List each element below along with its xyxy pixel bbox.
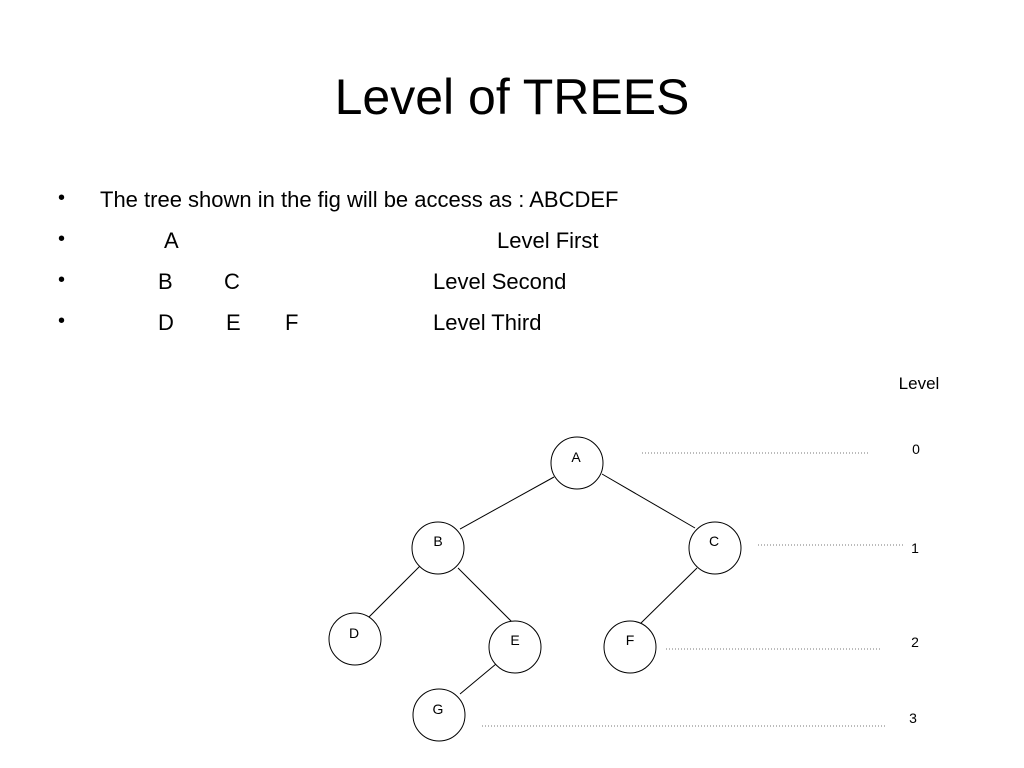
bullet-item-3: • B C Level Second (58, 267, 958, 308)
node-d-label: D (349, 625, 359, 641)
node-g-label: G (433, 701, 444, 717)
edge-b-d (365, 565, 421, 621)
edge-a-b (459, 476, 555, 530)
bullet-node-a: A (164, 228, 179, 253)
node-f-label: F (626, 632, 635, 648)
node-e-label: E (510, 632, 519, 648)
bullet-node-f: F (285, 310, 299, 335)
node-f: F (603, 620, 657, 674)
bullet-dot-icon: • (58, 187, 66, 209)
bullet-item-2: • A Level First (58, 226, 958, 267)
bullet-level-label: Level Third (433, 310, 542, 335)
bullet-list: • The tree shown in the fig will be acce… (58, 185, 958, 349)
node-a: A (550, 436, 604, 490)
bullet-dot-icon: • (58, 310, 66, 332)
node-c-label: C (709, 533, 719, 549)
bullet-dot-icon: • (58, 228, 66, 250)
level-number-3: 3 (909, 710, 917, 726)
bullet-node-c: C (224, 269, 240, 294)
node-c: C (688, 521, 742, 575)
bullet-level-label: Level Second (433, 269, 567, 294)
bullet-dot-icon: • (58, 269, 66, 291)
node-a-label: A (571, 449, 581, 465)
slide-title: Level of TREES (334, 69, 690, 125)
level-header: Level (899, 374, 940, 393)
bullet-text: The tree shown in the fig will be access… (100, 187, 619, 212)
edge-e-g (459, 663, 497, 695)
node-g: G (412, 688, 466, 742)
bullet-level-label: Level First (497, 228, 599, 253)
edge-c-f (639, 567, 698, 625)
node-b-label: B (433, 533, 442, 549)
bullet-node-b: B (158, 269, 173, 294)
bullet-node-d: D (158, 310, 174, 335)
level-number-2: 2 (911, 634, 919, 650)
node-d: D (328, 612, 382, 666)
node-e: E (488, 620, 542, 674)
bullet-item-4: • D E F Level Third (58, 308, 958, 349)
bullet-node-e: E (226, 310, 241, 335)
level-number-1: 1 (911, 540, 919, 556)
bullet-item-1: • The tree shown in the fig will be acce… (58, 185, 958, 226)
node-b: B (411, 521, 465, 575)
edge-b-e (457, 567, 515, 625)
edge-a-c (601, 473, 696, 529)
level-number-0: 0 (912, 441, 920, 457)
